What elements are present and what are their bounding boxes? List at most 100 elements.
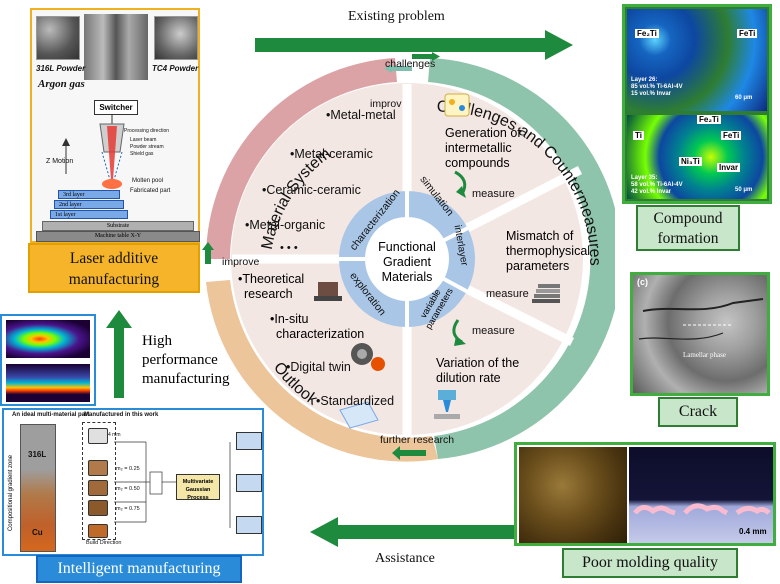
- m-value-1: m₂ = 0.25: [116, 466, 140, 472]
- material-column: [20, 424, 56, 552]
- sample-5: [88, 524, 108, 538]
- rough-sample-photo: [519, 447, 627, 543]
- fe2ti-top-tag: Fe₂Ti: [635, 29, 659, 38]
- mismatch-line1: Mismatch of: [506, 229, 574, 243]
- pink-beads: [633, 503, 771, 516]
- fe2ti-mid-tag: Fe₂Ti: [697, 115, 721, 124]
- substrate: Substrate: [42, 221, 194, 231]
- powder-stream-label: Powder stream: [130, 144, 164, 150]
- laser-panel: 316L Powder TC4 Powder Argon gas Switche…: [30, 8, 200, 243]
- layer35-line3: 42 vol.% Invar: [631, 189, 672, 195]
- output-2: [236, 474, 262, 492]
- scale-bot: 50 μm: [735, 187, 753, 193]
- intelligent-manufacturing-label: Intelligent manufacturing: [36, 555, 242, 583]
- material-item-1: •Metal-metal: [326, 108, 396, 122]
- sample-column: [82, 422, 116, 540]
- shield-gas-label: Shield gas: [130, 151, 154, 157]
- insitu-line2: characterization: [276, 327, 365, 341]
- theoretical-line1: •Theoretical: [238, 272, 305, 286]
- ideal-part-label: An ideal multi-material part: [12, 412, 90, 418]
- argon-label: Argon gas: [38, 78, 85, 90]
- ring-material: [205, 58, 397, 259]
- layer26-line2: 85 vol.% Ti-6Al-4V: [631, 84, 683, 90]
- crack-micrograph: [633, 275, 767, 393]
- generation-line1: Generation of: [445, 126, 521, 140]
- generation-text: Generation of intermetallic compounds: [445, 126, 521, 171]
- layer35-line1: Layer 35:: [631, 175, 658, 181]
- laser-additive-label: Laser additive manufacturing: [28, 243, 200, 293]
- generation-line2: intermetallic: [445, 141, 512, 155]
- ring-outlook: [206, 280, 438, 462]
- crack-label: Crack: [658, 397, 738, 427]
- layer26-line3: 15 vol.% Invar: [631, 91, 672, 97]
- molecule-icon: [444, 93, 470, 117]
- book-icon: [314, 282, 342, 301]
- measure-3: measure: [472, 325, 515, 337]
- heatmap-bottom: [6, 364, 90, 402]
- insitu-text: •In-situ characterization: [270, 312, 364, 342]
- layer26-line1: Layer 26:: [631, 77, 658, 83]
- intelligent-panel: An ideal multi-material part Manufacture…: [2, 408, 264, 556]
- feti-top-tag: FeTi: [737, 29, 758, 38]
- measure-2: measure: [486, 288, 529, 300]
- manufactured-label: Manufactured in this work: [84, 412, 159, 418]
- poor-molding-label: Poor molding quality: [562, 548, 738, 578]
- material-item-2: •Metal-ceramic: [290, 147, 373, 161]
- measure-1: measure: [472, 188, 515, 200]
- fabricated-part-label: Fabricated part: [130, 188, 171, 194]
- material-item-5: • • •: [280, 242, 298, 254]
- powder-left-label: 316L Powder: [36, 64, 86, 73]
- poor-molding-panel: 0.4 mm: [514, 442, 776, 546]
- existing-problem-label: Existing problem: [348, 9, 445, 24]
- z-motion-label: Z Motion: [46, 158, 74, 165]
- laser-nozzle-diagram: [62, 114, 125, 189]
- center-line1: Functional: [378, 240, 436, 254]
- up-arrow: [106, 310, 132, 398]
- poor-scale: 0.4 mm: [739, 527, 767, 536]
- flow-lines: [114, 441, 231, 528]
- material-top-label: 316L: [28, 450, 47, 459]
- material-item-4: •Metal-organic: [245, 218, 326, 232]
- mismatch-text: Mismatch of thermophysical parameters: [506, 229, 590, 274]
- feti-mid-tag: FeTi: [721, 131, 742, 140]
- mismatch-line2: thermophysical: [506, 244, 591, 258]
- sample-1: [88, 428, 108, 444]
- machine-table: Machine table X-Y: [36, 231, 200, 242]
- center-line3: Materials: [381, 270, 433, 284]
- molten-pool-label: Molten pool: [132, 178, 164, 184]
- scale-label: 4 mm: [108, 432, 121, 438]
- digital-twin-text: •Digital twin: [286, 360, 351, 374]
- assistance-label: Assistance: [375, 551, 435, 566]
- ni3ti-tag: Ni₃Ti: [679, 157, 702, 166]
- compound-formation-label: Compound formation: [636, 205, 740, 251]
- theoretical-line2: research: [244, 287, 293, 301]
- layer-1: 1st layer: [50, 210, 128, 219]
- powder-photo-right: [154, 16, 198, 60]
- layer-2: 2nd layer: [54, 200, 124, 209]
- material-bottom-label: Cu: [32, 528, 43, 537]
- gp-box: Multivariate Gaussian Process: [176, 474, 220, 501]
- high-performance-line1: High: [142, 333, 172, 349]
- m-value-2: m₂ = 0.50: [116, 486, 140, 492]
- powder-photo-left: [36, 16, 80, 60]
- center-line2: Gradient: [383, 255, 431, 269]
- further-research-connector: further research: [380, 434, 455, 446]
- output-1: [236, 432, 262, 450]
- layer-3: 3rd layer: [58, 190, 120, 199]
- gears-icon: [351, 343, 385, 371]
- crack-lines: [638, 298, 764, 340]
- laser-label-line1: Laser additive: [69, 250, 159, 267]
- center-title: Functional Gradient Materials: [360, 240, 454, 285]
- ti-tag: Ti: [633, 131, 644, 140]
- high-performance-label: High performance manufacturing: [142, 332, 229, 389]
- high-performance-line3: manufacturing: [142, 371, 230, 387]
- heatmap-top: [6, 320, 90, 358]
- top-arrow: [255, 30, 573, 60]
- wheel: Material System Challenges and Counterme…: [202, 52, 615, 462]
- compound-panel: Fe₂Ti FeTi Layer 26: 85 vol.% Ti-6Al-4V …: [622, 4, 772, 204]
- nozzle-icon: [434, 390, 460, 419]
- processing-direction-label: Processing direction: [124, 128, 170, 134]
- scale-top: 60 μm: [735, 95, 753, 101]
- layer26-text: Layer 26: 85 vol.% Ti-6Al-4V 15 vol.% In…: [631, 77, 683, 98]
- improv-connector: improv: [370, 98, 402, 110]
